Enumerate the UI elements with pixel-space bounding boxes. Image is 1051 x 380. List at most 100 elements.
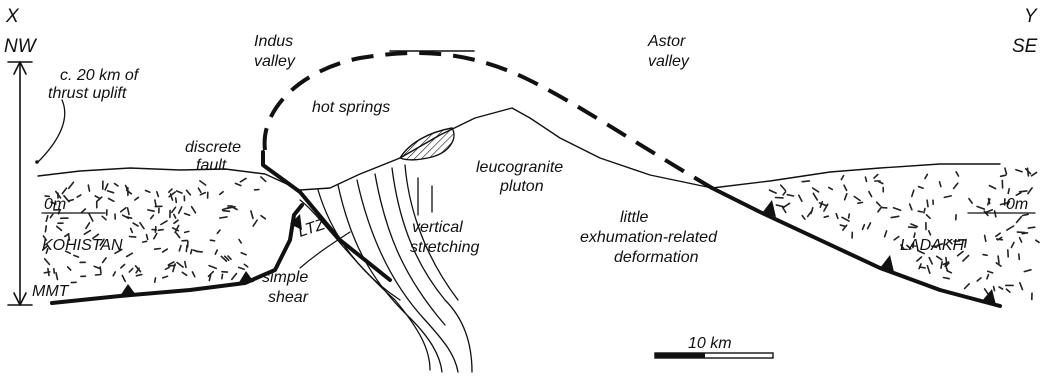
- texture-dash: [1032, 172, 1037, 175]
- vertical-stretching-line2: stretching: [410, 239, 479, 256]
- texture-dash: [172, 207, 176, 212]
- texture-dash: [155, 278, 156, 282]
- texture-dash: [176, 198, 177, 202]
- texture-dash: [182, 272, 186, 275]
- texture-dash: [50, 214, 52, 217]
- texture-dash: [919, 187, 924, 189]
- texture-dash: [94, 266, 100, 268]
- texture-dash: [1028, 227, 1034, 228]
- texture-dash: [894, 237, 899, 240]
- texture-dash: [910, 204, 912, 210]
- texture-dash: [169, 265, 175, 266]
- texture-dash: [840, 225, 845, 226]
- texture-dash: [109, 199, 114, 202]
- section-end-right-letter: Y: [1024, 6, 1038, 27]
- texture-dash: [865, 177, 866, 181]
- sea-level-label-left: 0m: [44, 196, 66, 213]
- texture-dash: [210, 240, 214, 241]
- uplift-label-line1: c. 20 km of: [60, 67, 140, 84]
- texture-dash: [68, 267, 71, 270]
- astor-valley-line2: valley: [648, 53, 690, 70]
- texture-dash: [163, 249, 168, 252]
- texture-dash: [1017, 217, 1022, 223]
- texture-dash: [927, 215, 931, 219]
- astor-valley-line1: Astor: [647, 33, 686, 50]
- texture-dash: [196, 251, 202, 252]
- kohistan-label: KOHISTAN: [42, 237, 123, 254]
- texture-dash: [103, 258, 107, 263]
- texture-dash: [174, 220, 178, 223]
- texture-dash: [998, 256, 999, 263]
- texture-dash: [1007, 226, 1014, 230]
- texture-dash: [927, 200, 928, 207]
- texture-dash: [177, 191, 182, 193]
- texture-dash: [135, 197, 139, 200]
- texture-dash: [1020, 238, 1022, 242]
- texture-dash: [133, 223, 138, 226]
- texture-dash: [240, 178, 246, 181]
- mmt-label: MMT: [32, 283, 70, 300]
- texture-dash: [799, 195, 802, 201]
- texture-dash: [86, 223, 90, 229]
- sea-level-label-right: 0m: [1006, 196, 1028, 213]
- texture-dash: [845, 194, 847, 200]
- texture-dash: [868, 223, 871, 229]
- texture-dash: [169, 189, 172, 192]
- texture-dash: [241, 253, 246, 255]
- texture-dash: [841, 176, 843, 180]
- vertical-stretching-line1: vertical: [412, 219, 463, 236]
- texture-dash: [937, 256, 942, 260]
- texture-dash: [261, 216, 265, 219]
- texture-dash: [161, 221, 167, 225]
- texture-dash: [781, 185, 786, 190]
- texture-dash: [185, 214, 190, 216]
- texture-dash: [956, 172, 958, 176]
- texture-dash: [217, 230, 220, 233]
- texture-dash: [977, 278, 981, 281]
- texture-dash: [69, 182, 74, 188]
- texture-dash: [874, 175, 878, 179]
- texture-dash: [986, 210, 992, 212]
- texture-dash: [1011, 242, 1014, 247]
- texture-dash: [102, 216, 106, 219]
- texture-dash: [192, 207, 196, 213]
- texture-dash: [251, 211, 253, 218]
- texture-dash: [802, 181, 809, 182]
- uplift-leader-dot: [35, 160, 39, 164]
- texture-dash: [129, 269, 132, 273]
- texture-dash: [947, 271, 951, 273]
- texture-dash: [70, 200, 74, 201]
- texture-dash: [115, 184, 119, 186]
- texture-dash: [228, 256, 231, 259]
- texture-dash: [885, 231, 887, 237]
- shear-zone-lines: [300, 165, 472, 372]
- texture-dash: [1001, 175, 1006, 176]
- texture-dash: [1024, 270, 1031, 272]
- texture-dash: [192, 272, 194, 277]
- texture-dash: [1023, 214, 1028, 215]
- texture-dash: [925, 174, 927, 178]
- texture-dash: [209, 266, 216, 269]
- texture-dash: [223, 208, 229, 210]
- texture-dash: [147, 235, 148, 240]
- little-exhumation-line2: exhumation-related: [580, 229, 718, 246]
- ladakh-label: LADAKH: [900, 237, 964, 254]
- texture-dash: [999, 287, 1003, 289]
- texture-dash: [854, 197, 860, 201]
- texture-dash: [944, 196, 951, 198]
- texture-dash: [829, 188, 833, 190]
- texture-dash: [96, 275, 101, 276]
- texture-dash: [62, 188, 66, 194]
- texture-dash: [924, 209, 925, 213]
- texture-dash: [122, 276, 125, 282]
- texture-dash: [879, 182, 883, 184]
- texture-dash: [802, 216, 805, 220]
- texture-dash: [918, 211, 922, 212]
- texture-dash: [253, 220, 257, 226]
- simple-shear-line2: shear: [268, 289, 309, 306]
- leucogranite-body: [400, 128, 454, 160]
- texture-dash: [813, 188, 819, 192]
- texture-dash: [1005, 168, 1007, 174]
- texture-dash: [941, 262, 942, 268]
